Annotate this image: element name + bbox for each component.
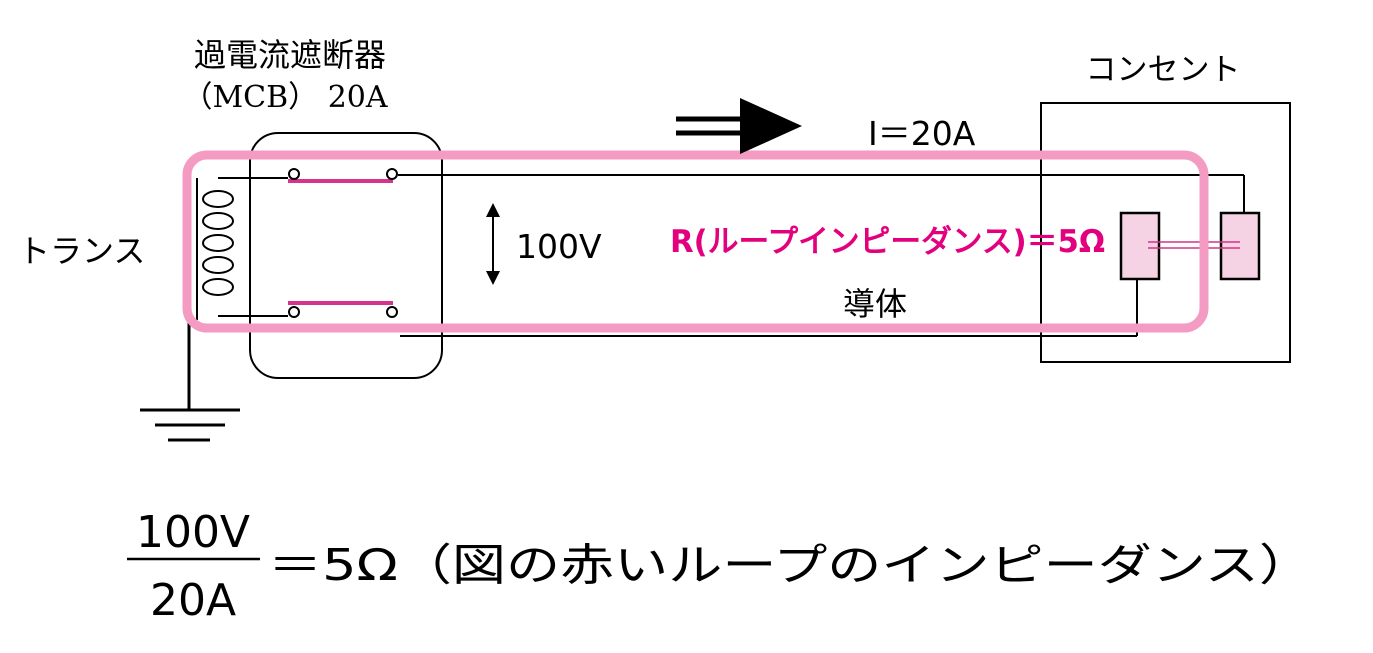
- impedance-loop-highlight: [182, 150, 1209, 333]
- transformer-label: トランス: [18, 232, 145, 270]
- current-label: I＝20A: [868, 114, 976, 153]
- current-direction-arrow-icon: [676, 98, 802, 154]
- outlet-box: [1040, 102, 1291, 363]
- transformer-coil: [202, 190, 234, 296]
- outlet-label: コンセント: [1086, 52, 1241, 88]
- receptacle-link-lines: [1148, 241, 1240, 249]
- conductor-label: 導体: [843, 285, 907, 323]
- breaker-housing: [249, 132, 443, 379]
- formula-denominator: 20A: [150, 575, 236, 626]
- outlet-receptacle-left: [1119, 211, 1161, 281]
- breaker-contact-bottom: [288, 301, 398, 318]
- breaker-contact-top: [288, 168, 398, 183]
- outlet-receptacle-right: [1219, 211, 1261, 281]
- loop-resistance-label: R(ループインピーダンス)＝5Ω: [670, 224, 1105, 260]
- breaker-name-label: 過電流遮断器: [194, 36, 386, 74]
- voltage-arrow-icon: [486, 203, 500, 285]
- voltage-label: 100V: [516, 227, 602, 266]
- breaker-spec-label: （MCB） 20A: [182, 80, 387, 115]
- formula-result: ＝5Ω（図の赤いループのインピーダンス）: [268, 540, 1313, 591]
- formula-numerator: 100V: [136, 507, 250, 558]
